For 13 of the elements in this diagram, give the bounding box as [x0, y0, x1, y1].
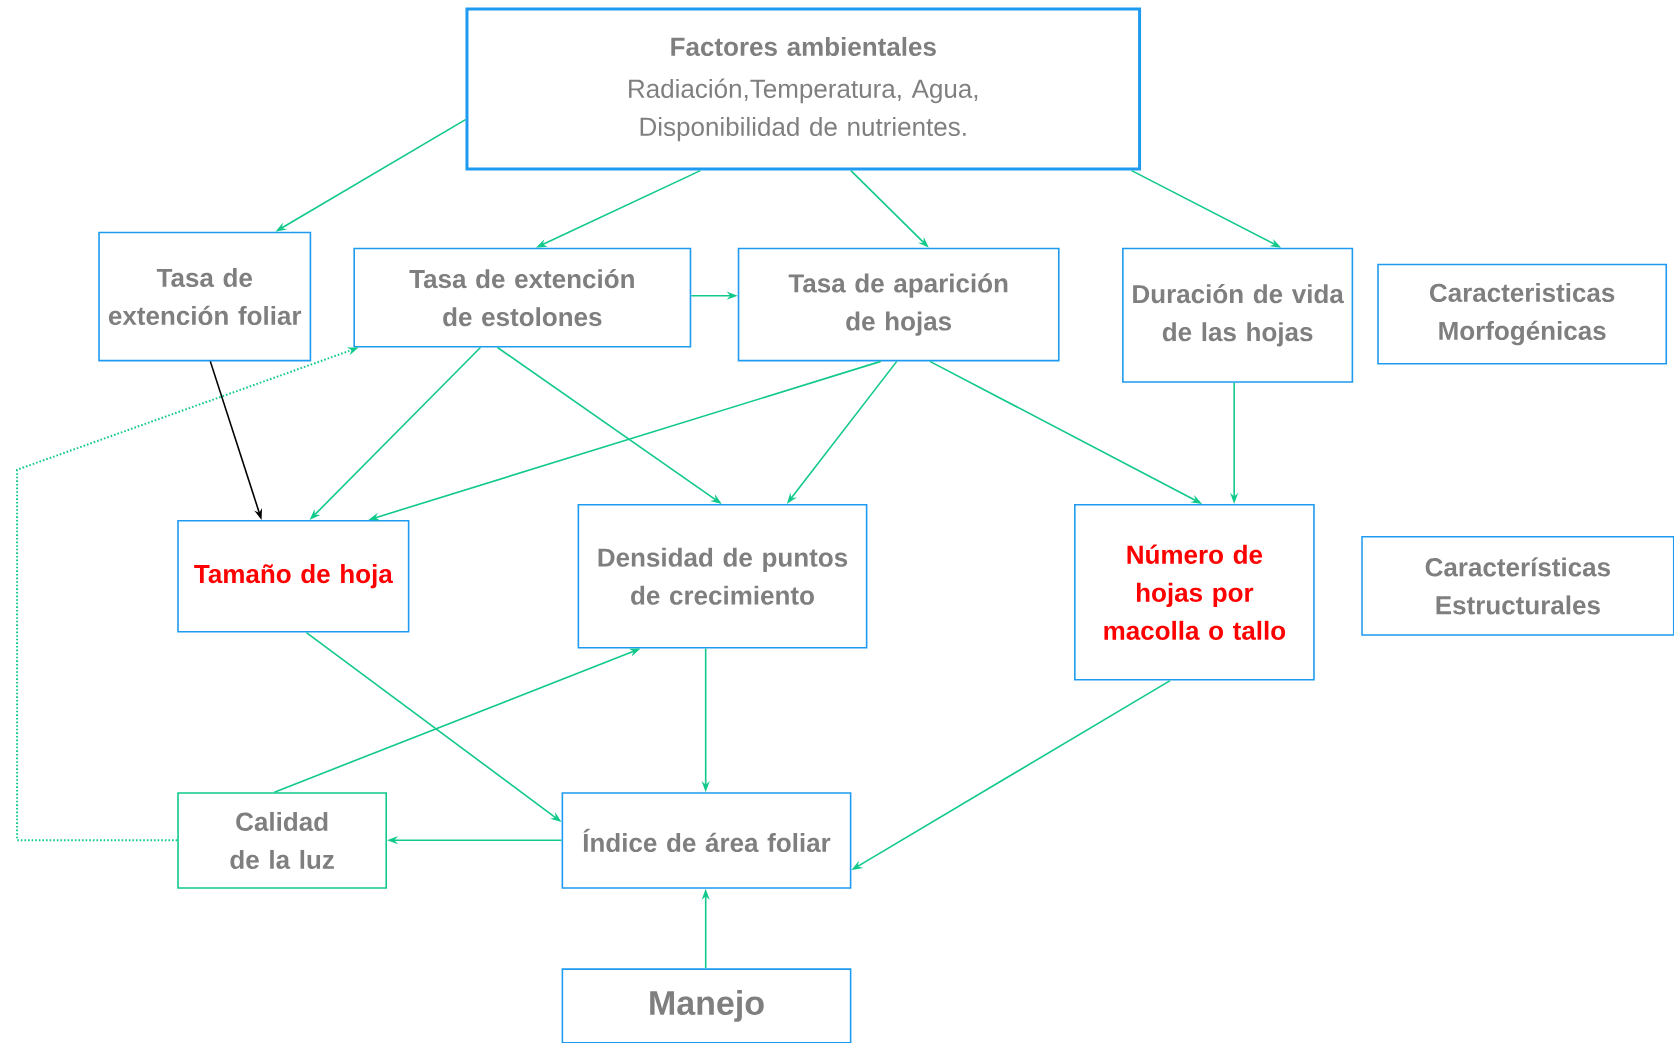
process-box: Densidad de puntos de crecimiento [577, 503, 868, 649]
process-box: Caracteristicas Morfogénicas [1377, 263, 1668, 365]
factors-box: Factores ambientales Radiación,Temperatura, Agua, Disponibilidad de nutrientes. [465, 7, 1142, 171]
process-box: Tasa de aparición de hojas [737, 247, 1060, 362]
process-box: Características Estructurales [1361, 535, 1674, 636]
process-box: Tasa de extención foliar [98, 231, 312, 362]
process-box: Tamaño de hoja [177, 519, 410, 633]
process-box: Manejo [561, 968, 852, 1043]
process-box: Tasa de extención de estolones [353, 247, 692, 348]
process-box: Duración de vida de las hojas [1122, 247, 1354, 383]
process-box: Índice de área foliar [561, 792, 852, 889]
process-box: Número de hojas por macolla o tallo [1074, 503, 1315, 681]
process-box: Calidad de la luz [177, 792, 387, 889]
